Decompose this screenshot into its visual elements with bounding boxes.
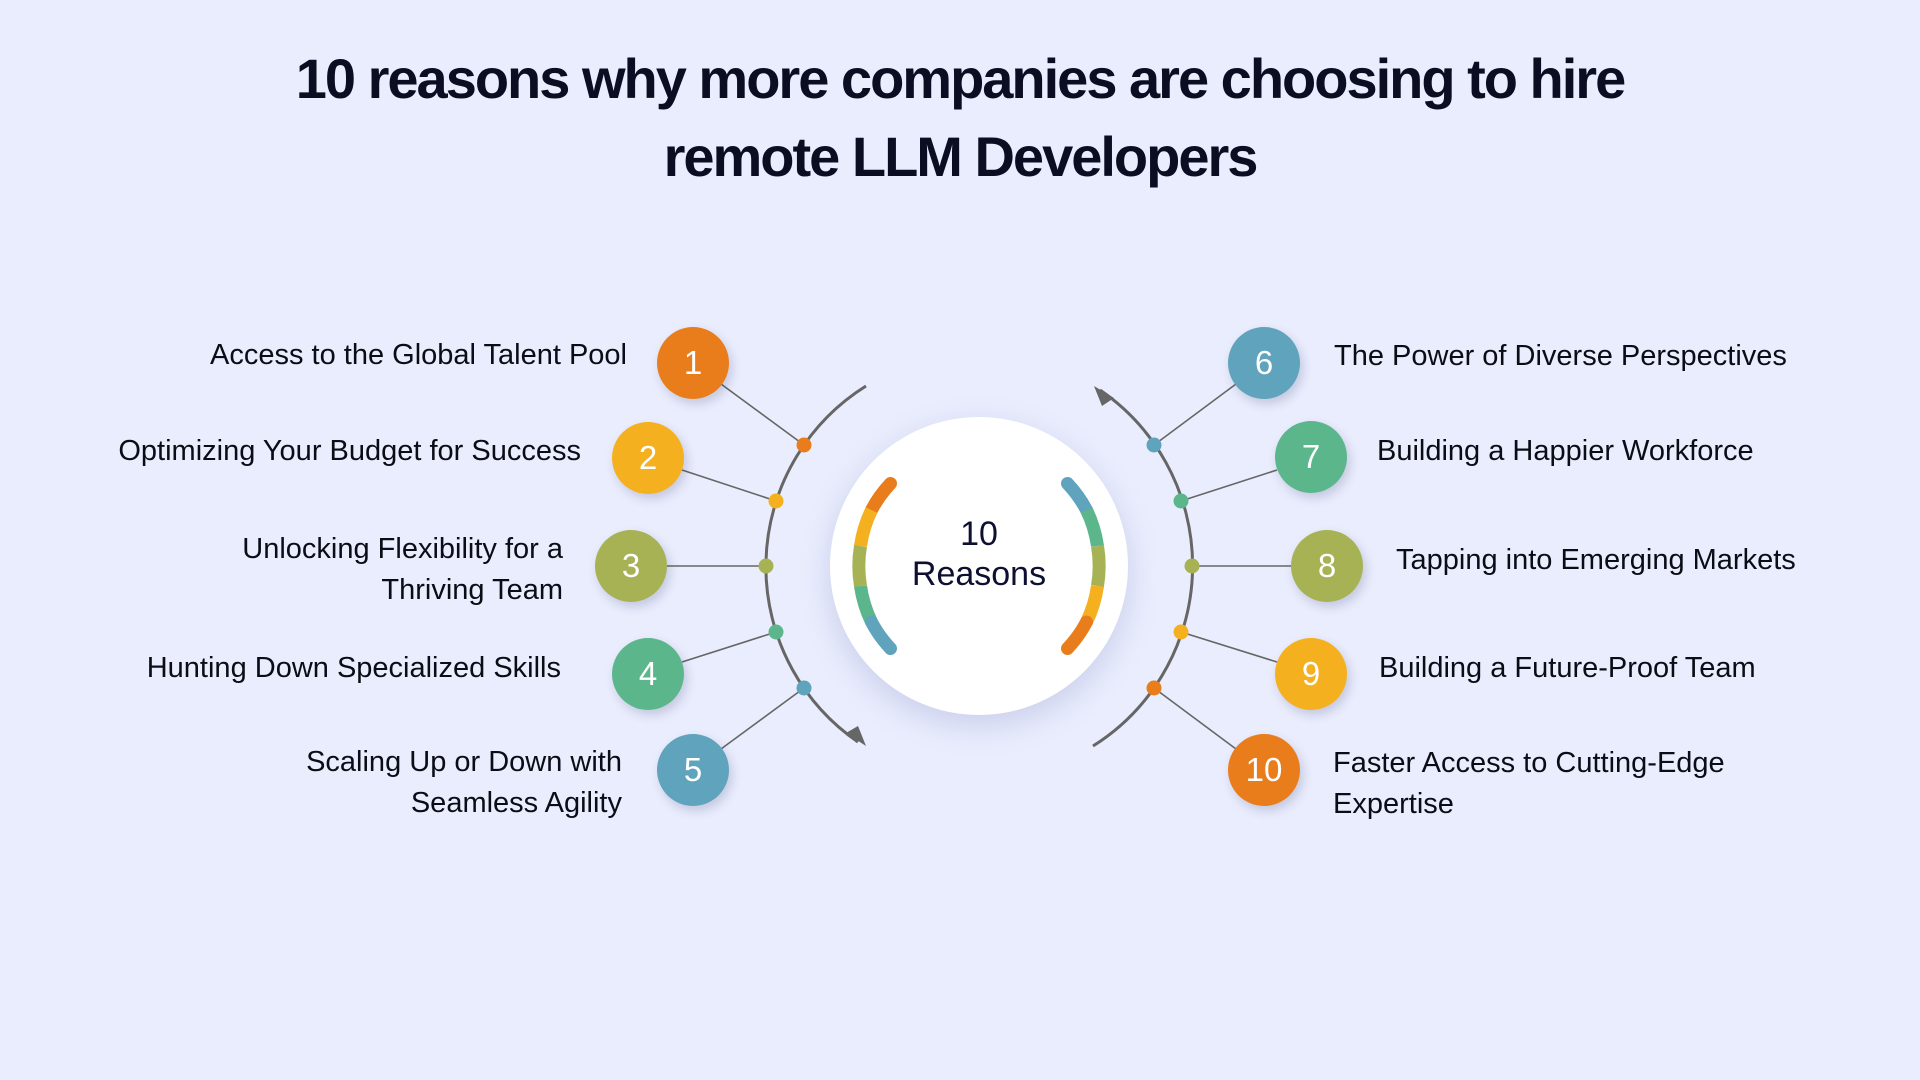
reason-label-9: Building a Future-Proof Team bbox=[1379, 652, 1756, 684]
leader-lines bbox=[667, 383, 1291, 750]
dot-1 bbox=[796, 437, 812, 453]
badge-number: 10 bbox=[1245, 751, 1283, 788]
inner-right-seg-olive bbox=[1091, 544, 1106, 588]
inner-right-seg-orange bbox=[1061, 615, 1093, 655]
reason-badge-3: 3 bbox=[595, 530, 667, 602]
reason-label-4: Hunting Down Specialized Skills bbox=[146, 652, 561, 684]
dot-2 bbox=[768, 493, 784, 509]
reason-label-2: Optimizing Your Budget for Success bbox=[118, 435, 581, 467]
dot-8 bbox=[1184, 558, 1200, 574]
badge-number: 5 bbox=[683, 751, 703, 788]
inner-left-seg-orange bbox=[865, 477, 897, 517]
badge-number: 1 bbox=[683, 344, 703, 381]
reason-label-10: Faster Access to Cutting-Edge Expertise bbox=[1333, 747, 1725, 820]
badge-number: 8 bbox=[1317, 547, 1337, 584]
inner-right-seg-green bbox=[1080, 507, 1104, 548]
inner-left-seg-blue bbox=[865, 615, 897, 655]
badge-number: 9 bbox=[1301, 655, 1321, 692]
badge-number: 3 bbox=[621, 547, 641, 584]
badge-number: 7 bbox=[1301, 438, 1321, 475]
dot-4 bbox=[768, 624, 784, 640]
center-disc bbox=[830, 417, 1128, 715]
reason-label-8: Tapping into Emerging Markets bbox=[1396, 544, 1796, 576]
dot-9 bbox=[1173, 624, 1189, 640]
reason-badge-1: 1 bbox=[657, 327, 729, 399]
left-arrow-icon bbox=[846, 726, 866, 746]
title-line-1: 10 reasons why more companies are choosi… bbox=[295, 47, 1626, 110]
center-count: 10 bbox=[960, 515, 998, 553]
reason-label-6: The Power of Diverse Perspectives bbox=[1334, 340, 1787, 372]
reason-label-7: Building a Happier Workforce bbox=[1377, 435, 1754, 467]
inner-left-seg-yellow bbox=[854, 507, 878, 548]
reason-badge-2: 2 bbox=[612, 422, 684, 494]
inner-right-seg-blue bbox=[1061, 477, 1093, 517]
center-word: Reasons bbox=[911, 555, 1047, 593]
reason-badge-9: 9 bbox=[1275, 638, 1347, 710]
reason-badge-7: 7 bbox=[1275, 421, 1347, 493]
reason-badge-10: 10 bbox=[1228, 734, 1300, 806]
reason-label-3: Unlocking Flexibility for a Thriving Tea… bbox=[242, 533, 563, 606]
dot-3 bbox=[758, 558, 774, 574]
reason-badge-6: 6 bbox=[1228, 327, 1300, 399]
dot-10 bbox=[1146, 680, 1162, 696]
reason-badge-5: 5 bbox=[657, 734, 729, 806]
badge-number: 4 bbox=[638, 655, 658, 692]
page-title: 10 reasons why more companies are choosi… bbox=[0, 40, 1920, 196]
title-line-2: remote LLM Developers bbox=[663, 125, 1259, 188]
reason-badge-8: 8 bbox=[1291, 530, 1363, 602]
dot-6 bbox=[1146, 437, 1162, 453]
reason-label-1: Access to the Global Talent Pool bbox=[210, 339, 627, 371]
reason-badge-4: 4 bbox=[612, 638, 684, 710]
right-arrow-icon bbox=[1094, 386, 1114, 406]
dot-7 bbox=[1173, 493, 1189, 509]
center-label: 10 Reasons bbox=[879, 514, 1079, 594]
reason-label-5: Scaling Up or Down with Seamless Agility bbox=[306, 746, 622, 819]
badge-number: 6 bbox=[1254, 344, 1274, 381]
inner-left-seg-olive bbox=[852, 544, 867, 588]
dot-5 bbox=[796, 680, 812, 696]
badge-number: 2 bbox=[638, 439, 658, 476]
